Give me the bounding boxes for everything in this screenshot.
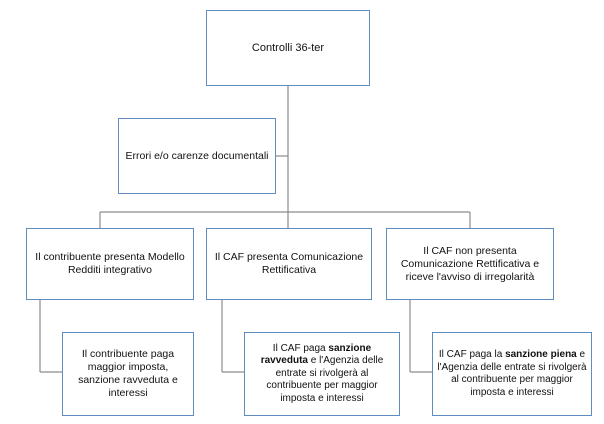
result-3-text-after: e l'Agenzia delle entrate si rivolgerà a…	[437, 349, 587, 398]
result-2-text: Il CAF paga sanzione ravveduta e l'Agenz…	[249, 343, 395, 406]
root-node-controlli-36-ter: Controlli 36-ter	[206, 10, 370, 86]
option-3-label: Il CAF non presenta Comunicazione Rettif…	[400, 244, 540, 283]
option-1-label: Il contribuente presenta Modello Redditi…	[35, 251, 185, 276]
node-result-caf-sanzione-piena: Il CAF paga la sanzione piena e l'Agenzi…	[432, 332, 592, 416]
node-result-caf-sanzione-ravveduta: Il CAF paga sanzione ravveduta e l'Agenz…	[244, 332, 400, 416]
node-errori-carenze: Errori e/o carenze documentali	[118, 118, 276, 194]
errors-node-label: Errori e/o carenze documentali	[125, 149, 269, 162]
result-3-text-bold: sanzione piena	[505, 349, 577, 360]
result-1-label: Il contribuente paga maggior imposta, sa…	[78, 348, 178, 399]
result-2-text-bold: sanzione ravveduta	[260, 342, 372, 367]
result-2-text-after: e l'Agenzia delle entrate si rivolgerà a…	[266, 355, 384, 404]
node-option-modello-redditi-integrativo: Il contribuente presenta Modello Redditi…	[26, 228, 194, 300]
root-node-label: Controlli 36-ter	[251, 41, 325, 54]
result-3-text: Il CAF paga la sanzione piena e l'Agenzi…	[437, 349, 587, 399]
result-2-text-before: Il CAF paga	[272, 342, 329, 354]
node-result-contribuente-paga: Il contribuente paga maggior imposta, sa…	[62, 332, 194, 416]
option-2-label: Il CAF presenta Comunicazione Rettificat…	[214, 251, 364, 276]
node-option-caf-avviso-irregolarita: Il CAF non presenta Comunicazione Rettif…	[386, 228, 554, 300]
node-option-caf-comunicazione-rettificativa: Il CAF presenta Comunicazione Rettificat…	[206, 228, 372, 300]
result-3-text-before: Il CAF paga la	[438, 349, 506, 360]
